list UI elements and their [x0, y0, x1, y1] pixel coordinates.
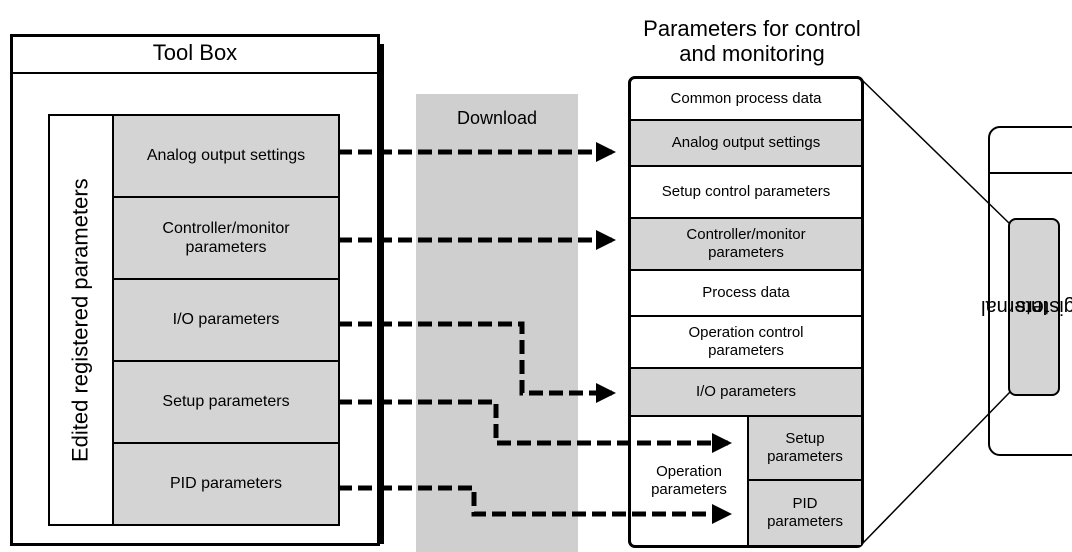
edited-parameters-label: Edited registered parameters [50, 116, 114, 524]
zoom-line-bottom [861, 391, 1011, 545]
operation-parameters-label: Operation parameters [651, 463, 727, 498]
toolbox-item-pid: PID parameters [114, 444, 338, 524]
block-io-parameters: I/O parameters [631, 369, 861, 417]
device-top-line [988, 172, 1072, 174]
toolbox-title: Tool Box [10, 34, 380, 74]
block-process-data: Process data [631, 271, 861, 317]
block-setup-parameters: Setup parameters [747, 417, 861, 481]
toolbox-item-controller-monitor: Controller/monitor parameters [114, 198, 338, 280]
block-setup-control-parameters: Setup control parameters [631, 167, 861, 219]
toolbox-shadow [376, 44, 384, 544]
params-title-line1: Parameters for control [643, 15, 861, 41]
toolbox-item-setup: Setup parameters [114, 362, 338, 444]
block-analog-output-settings: Analog output settings [631, 121, 861, 167]
arrow-pid [338, 485, 732, 524]
toolbox-item-analog-output: Analog output settings [114, 116, 338, 198]
arrow-io [338, 321, 616, 403]
block-operation-control-parameters: Operation control parameters [631, 317, 861, 369]
params-title-line2: and monitoring [679, 41, 825, 66]
arrow-setup [338, 399, 732, 453]
toolbox-item-io: I/O parameters [114, 280, 338, 362]
zoom-line-top [861, 79, 1011, 225]
params-title: Parameters for control and monitoring [580, 6, 924, 76]
block-pid-parameters: PID parameters [747, 481, 861, 545]
internal-registers-box [1008, 218, 1060, 396]
block-common-process-data: Common process data [631, 79, 861, 121]
download-label: Download [456, 108, 538, 129]
block-controller-monitor-parameters: Controller/monitor parameters [631, 219, 861, 271]
